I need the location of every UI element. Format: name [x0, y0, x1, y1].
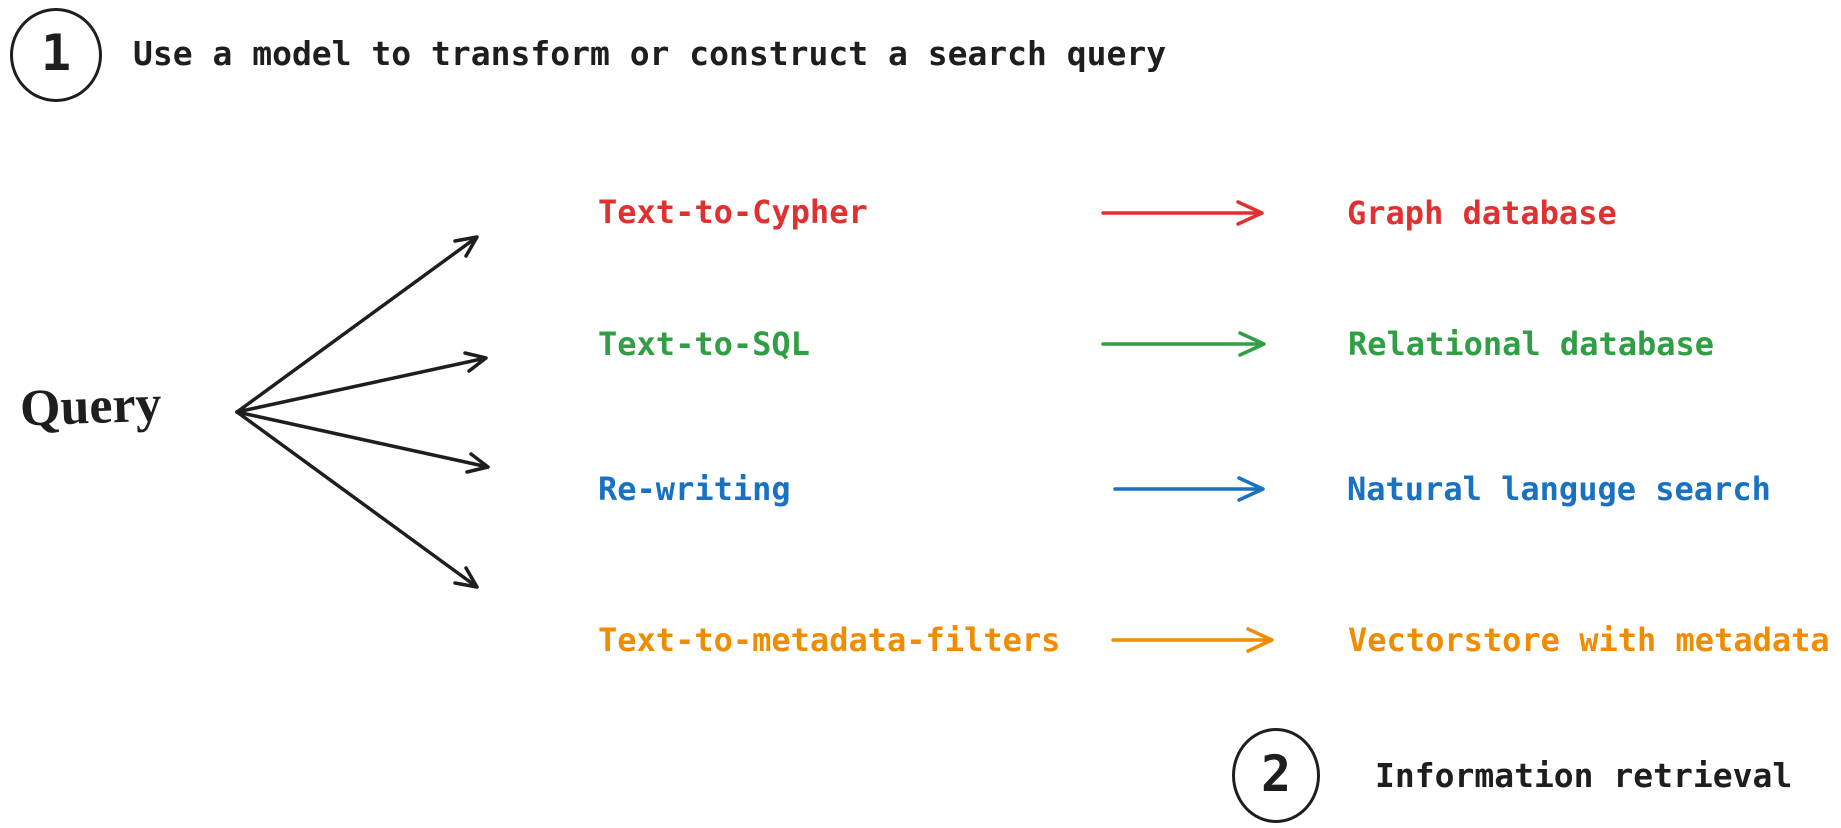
arrow-sql-to-relationaldb	[1101, 331, 1266, 357]
method-label-re-writing: Re-writing	[598, 470, 791, 508]
step-2-label: Information retrieval	[1375, 756, 1793, 795]
target-label-natural-language-search: Natural languge search	[1347, 470, 1771, 508]
arrow-cypher-to-graphdb	[1101, 200, 1264, 226]
target-label-relational-database: Relational database	[1348, 325, 1715, 363]
fan-arrow-to-cypher	[235, 235, 479, 414]
step-2-badge-circle: 2	[1232, 728, 1320, 823]
query-fan-arrows	[235, 235, 490, 589]
method-label-text-to-metadata-filters: Text-to-metadata-filters	[598, 621, 1061, 659]
fan-arrow-to-rewriting	[235, 410, 490, 474]
method-label-text-to-cypher: Text-to-Cypher	[598, 193, 868, 231]
step-1-label: Use a model to transform or construct a …	[133, 34, 1167, 73]
step-1-number: 1	[40, 24, 72, 82]
arrow-rewriting-to-nlsearch	[1113, 476, 1265, 502]
target-label-vectorstore-with-metadata: Vectorstore with metadata	[1348, 621, 1830, 659]
step-1-badge-circle: 1	[10, 8, 102, 102]
fan-arrow-to-metadata	[235, 410, 479, 589]
arrow-metadata-to-vectorstore	[1111, 627, 1274, 653]
step-2-number: 2	[1260, 744, 1292, 803]
fan-arrow-to-sql	[235, 351, 488, 414]
method-label-text-to-sql: Text-to-SQL	[598, 325, 810, 363]
target-label-graph-database: Graph database	[1347, 194, 1617, 232]
